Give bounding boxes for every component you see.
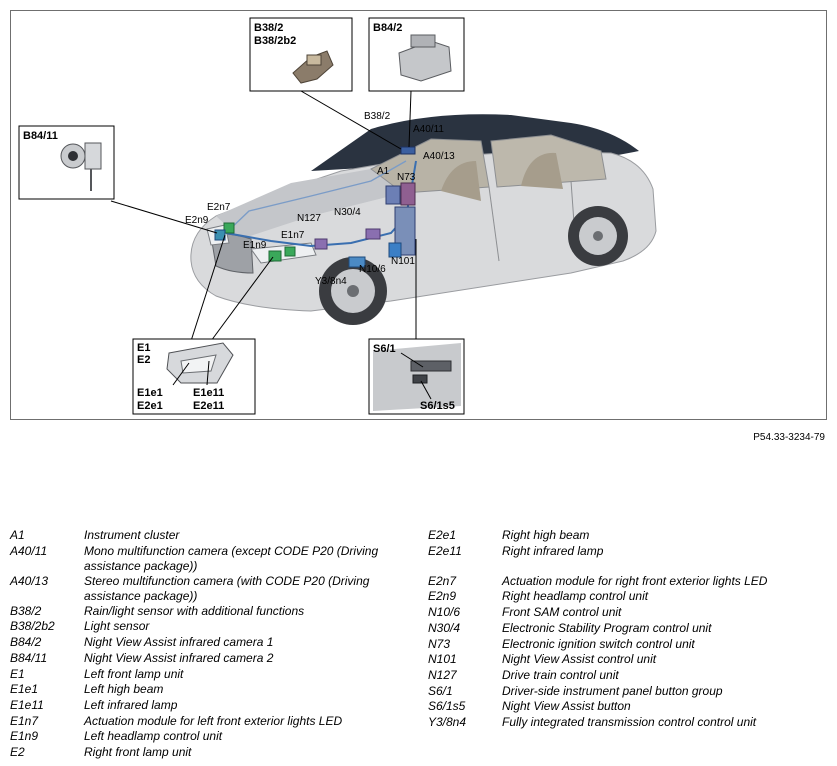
legend-description: Night View Assist infrared camera 2 (84, 650, 274, 665)
label-e1n7: E1n7 (281, 230, 305, 241)
legend-code: B84/11 (10, 650, 48, 665)
callout-b84-11: B84/11 (23, 130, 58, 142)
legend-description: Stereo multifunction camera (with CODE P… (84, 573, 370, 603)
legend-description: Right headlamp control unit (502, 589, 649, 604)
legend-description: Electronic Stability Program control uni… (502, 620, 712, 635)
legend-description: Left high beam (84, 682, 164, 697)
callout-e2e11: E2e11 (193, 400, 224, 412)
label-a1: A1 (377, 166, 390, 177)
callout-e2e1: E2e1 (137, 400, 163, 412)
label-n10-6: N10/6 (359, 264, 386, 275)
callout-s6-1s5: S6/1s5 (420, 400, 455, 412)
legend-description: Night View Assist button (502, 699, 631, 714)
label-e2n7: E2n7 (207, 202, 231, 213)
legend-code: E2n7 (428, 573, 457, 588)
label-e1n9: E1n9 (243, 240, 267, 251)
callout-b84-2: B84/2 (373, 22, 402, 34)
legend-description: Fully integrated transmission control co… (502, 715, 757, 729)
legend-description: Drive train control unit (502, 667, 619, 682)
legend-code: E1e1 (10, 682, 39, 697)
legend-code: N101 (428, 652, 457, 667)
inset-e1-e2: E1 E2 E1e1 E2e1 E1e11 E2e11 (132, 338, 256, 415)
legend-description: Electronic ignition switch control unit (502, 636, 695, 651)
legend-description: Right infrared lamp (502, 543, 604, 558)
legend-code: Y3/8n4 (428, 715, 467, 729)
legend-code: E1 (10, 666, 25, 681)
legend-description: Mono multifunction camera (except CODE P… (84, 543, 379, 573)
legend-code: N30/4 (428, 620, 461, 635)
callout-b38-2b2: B38/2b2 (254, 35, 296, 47)
legend-code: B38/2 (10, 603, 42, 618)
vehicle-diagram: B38/2 B38/2b2 B84/2 B84/11 E1 E2 E1e1 E2… (10, 10, 827, 420)
legend-code: A1 (10, 528, 25, 542)
legend-code: E1n9 (10, 729, 39, 744)
label-e2n9: E2n9 (185, 215, 209, 226)
leader-lines (110, 90, 417, 342)
component-labels: B38/2 A40/11 A40/13 A1 N73 E2n7 E2n9 N12… (185, 111, 455, 287)
callout-s6-1: S6/1 (373, 343, 396, 355)
legend-description: Left front lamp unit (84, 666, 184, 681)
legend-code: N73 (428, 636, 451, 651)
label-b38-2: B38/2 (364, 111, 391, 122)
label-n101: N101 (391, 256, 415, 267)
legend-code: E2 (10, 745, 25, 759)
legend-code: E1n7 (10, 713, 39, 728)
legend-code: E2n9 (428, 589, 457, 604)
inset-b84-2: B84/2 (368, 17, 465, 92)
legend-code: B84/2 (10, 635, 42, 650)
legend-code: E1e11 (10, 697, 44, 712)
label-a40-11: A40/11 (413, 124, 444, 135)
legend-code: A40/11 (10, 543, 48, 558)
callout-e1e11: E1e11 (193, 387, 224, 399)
car-illustration (190, 114, 657, 325)
legend-description: Right high beam (502, 528, 590, 542)
label-a40-13: A40/13 (423, 151, 455, 162)
figure-reference: P54.33-3234-79 (753, 432, 825, 443)
label-n30-4: N30/4 (334, 207, 361, 218)
legend-description: Actuation module for right front exterio… (502, 573, 768, 588)
legend-description: Night View Assist infrared camera 1 (84, 635, 274, 650)
inset-b38-2: B38/2 B38/2b2 (249, 17, 353, 92)
legend-code: N127 (428, 667, 457, 682)
legend-code: S6/1s5 (428, 699, 466, 714)
inset-s6-1: S6/1 S6/1s5 (368, 338, 465, 415)
callout-e2: E2 (137, 354, 150, 366)
legend-code: N10/6 (428, 605, 461, 620)
legend-code: E2e1 (428, 528, 457, 542)
callout-e1e1: E1e1 (137, 387, 163, 399)
legend-description: Rain/light sensor with additional functi… (84, 603, 305, 618)
legend-description: Driver-side instrument panel button grou… (502, 683, 723, 698)
legend-code: A40/13 (10, 573, 49, 588)
legend-description: Left headlamp control unit (84, 729, 223, 744)
callout-e1: E1 (137, 342, 150, 354)
label-y3-8n4: Y3/8n4 (315, 276, 347, 287)
legend-code: E2e11 (428, 543, 462, 558)
label-n73: N73 (397, 172, 416, 183)
legend-description: Right front lamp unit (84, 745, 192, 759)
legend-description: Actuation module for left front exterior… (84, 713, 343, 728)
legend-description: Night View Assist control unit (502, 652, 657, 667)
inset-b84-11: B84/11 (18, 125, 115, 200)
legend-description: Instrument cluster (84, 528, 180, 542)
legend-code: S6/1 (428, 683, 453, 698)
label-n127: N127 (297, 213, 321, 224)
callout-b38-2: B38/2 (254, 22, 283, 34)
legend-code: B38/2b2 (10, 619, 55, 634)
legend-description: Front SAM control unit (502, 605, 622, 620)
legend-description: Left infrared lamp (84, 697, 178, 712)
legend-description: Light sensor (84, 619, 150, 634)
